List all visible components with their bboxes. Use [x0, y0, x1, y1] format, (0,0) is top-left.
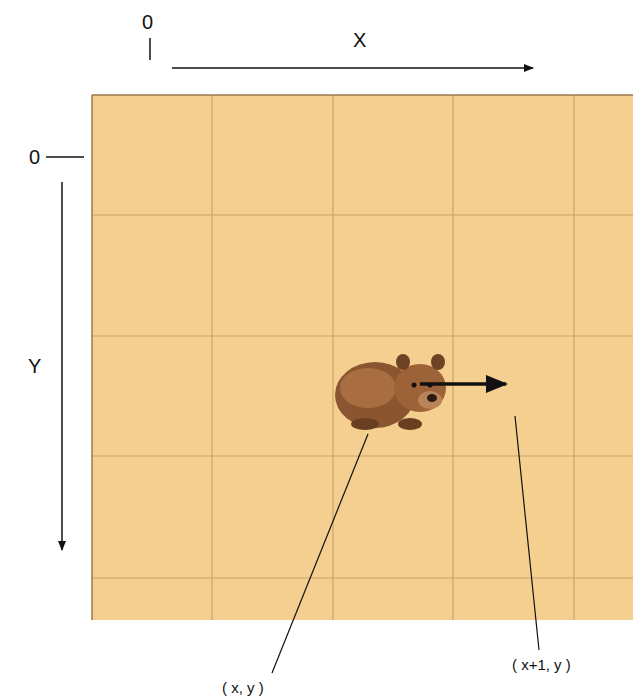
y-axis-arrow	[61, 182, 63, 550]
axis-label: Y	[28, 356, 41, 376]
axis-label: 0	[29, 147, 40, 167]
axis-label: X	[353, 30, 366, 50]
sand-ground	[92, 95, 633, 620]
axis-label: 0	[142, 12, 153, 32]
move-arrow	[420, 382, 506, 386]
grid-lines	[92, 95, 633, 620]
wombat-figure	[335, 354, 446, 430]
tick	[46, 156, 84, 158]
leader-line	[515, 416, 539, 650]
tick	[149, 38, 151, 60]
x-axis-arrow	[172, 67, 533, 69]
leader-line	[272, 434, 368, 673]
axis-label: ( x+1, y )	[512, 657, 571, 672]
axis-label: ( x, y )	[222, 680, 264, 695]
